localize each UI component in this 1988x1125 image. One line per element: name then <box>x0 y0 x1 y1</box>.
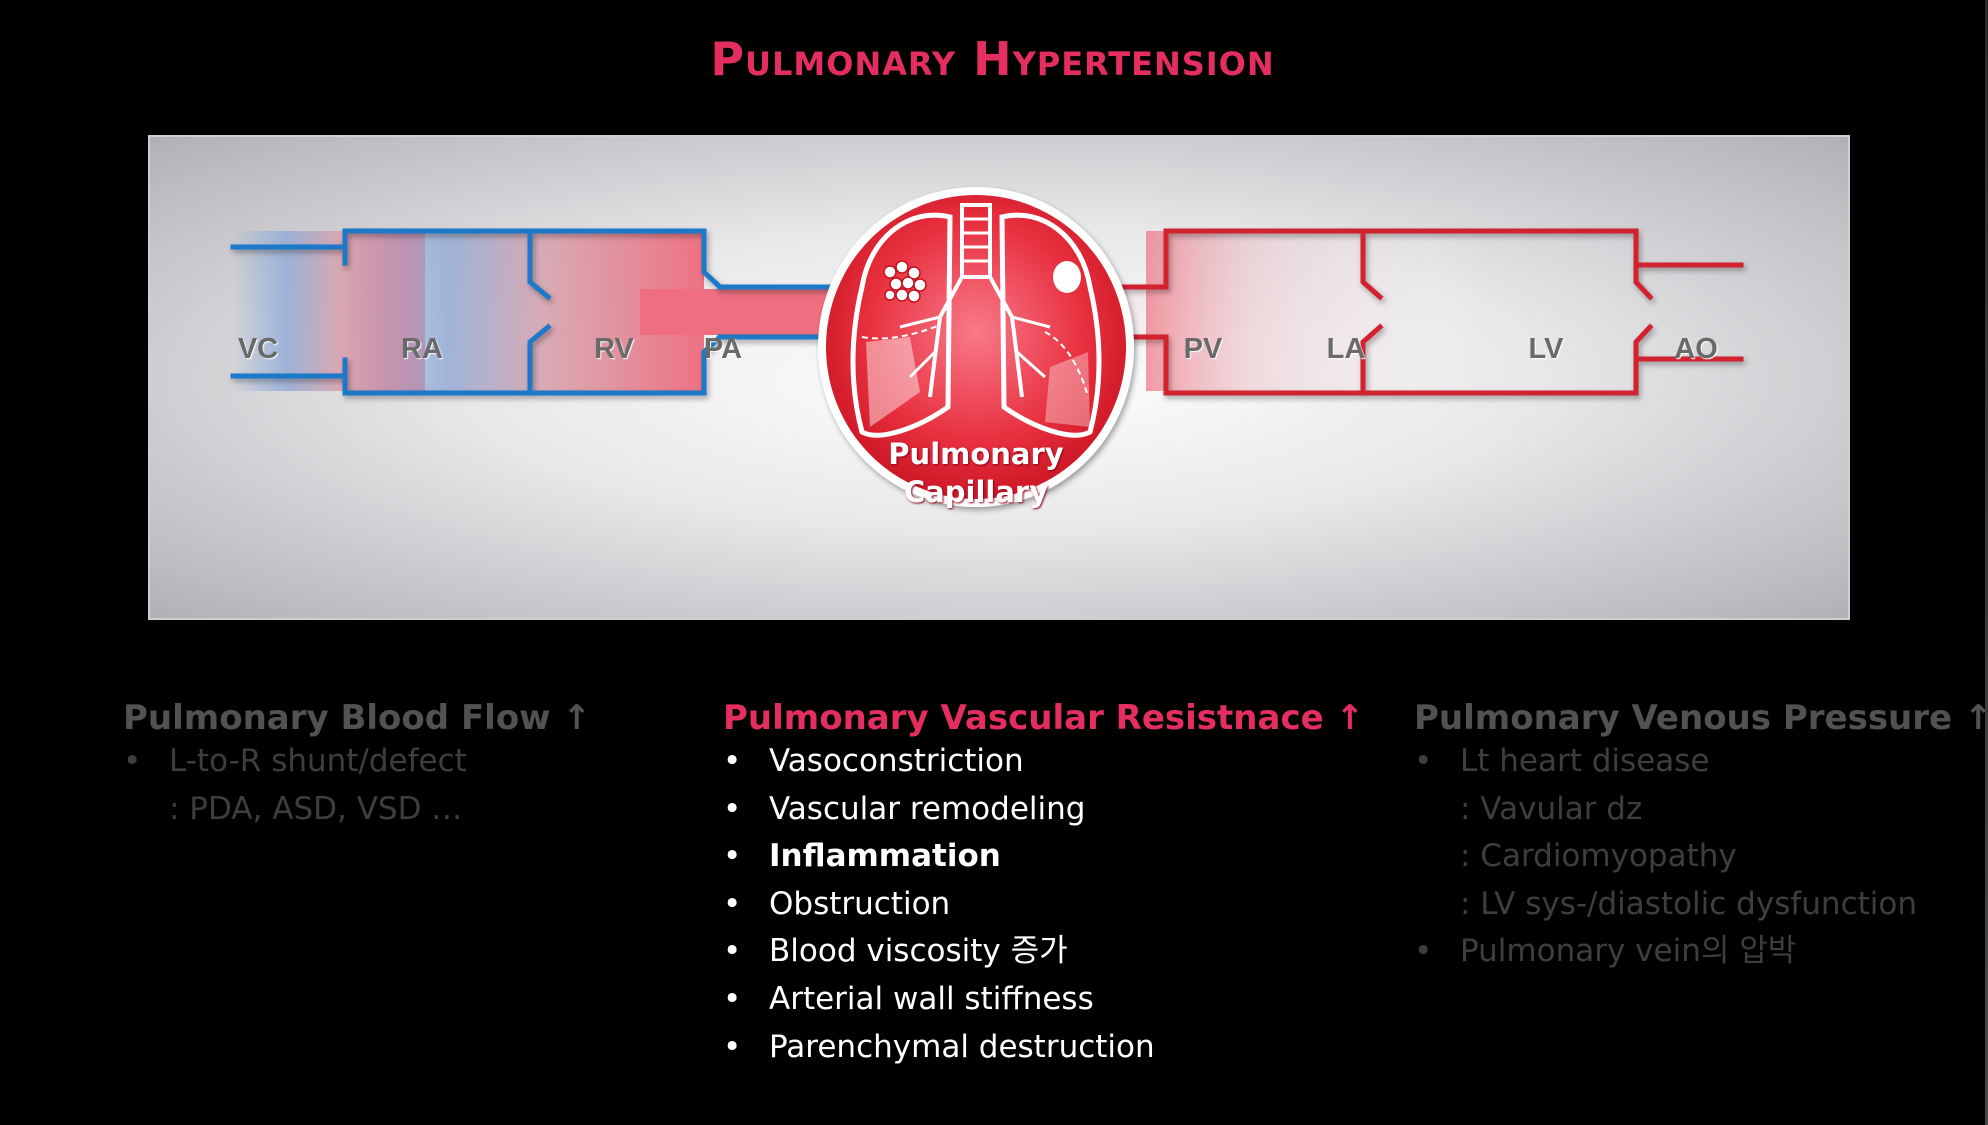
mitral-valve-lower <box>1360 323 1384 396</box>
chamber-label-rv: RV <box>594 333 634 365</box>
aortic-valve-upper <box>1633 228 1654 301</box>
list-item: •Obstruction <box>723 885 951 922</box>
list-item: •Pulmonary vein의 압박 <box>1414 933 1797 970</box>
lungs-icon <box>818 187 1134 507</box>
chamber-label-pv: PV <box>1183 333 1223 365</box>
vascular-resistance-list: •Vasoconstriction •Vascular remodeling •… <box>723 738 1364 1071</box>
pulmonic-valve-upper <box>701 228 724 291</box>
venous-pressure-heading: Pulmonary Venous Pressure ↑ <box>1414 698 1988 738</box>
list-item: •Parenchymal destruction <box>723 1028 1155 1065</box>
mitral-valve-upper <box>1360 228 1384 301</box>
list-item: •Arterial wall stiffness <box>723 980 1094 1017</box>
venous-pressure-list: •Lt heart disease : Vavular dz : Cardiom… <box>1414 738 1988 976</box>
aortic-valve-lower <box>1633 323 1654 396</box>
right-heart-outline <box>230 228 833 396</box>
list-item: •Vasoconstriction <box>723 743 1024 779</box>
vascular-resistance-column: Pulmonary Vascular Resistnace ↑ •Vasocon… <box>723 698 1364 1071</box>
blood-flow-heading: Pulmonary Blood Flow ↑ <box>123 698 591 738</box>
blood-flow-list: •L-to-R shunt/defect : PDA, ASD, VSD … <box>123 738 591 833</box>
pa-fill <box>640 289 830 335</box>
list-item: : LV sys-/diastolic dysfunction <box>1460 885 1917 922</box>
capillary-label-line1: Pulmonary <box>888 437 1064 471</box>
chamber-label-ra: RA <box>401 333 443 365</box>
slide: Pulmonary Hypertension <box>0 10 1988 1125</box>
chamber-label-vc: VC <box>237 333 279 365</box>
list-item: : Cardiomyopathy <box>1460 838 1737 875</box>
venous-pressure-column: Pulmonary Venous Pressure ↑ •Lt heart di… <box>1414 698 1988 976</box>
tricuspid-valve-upper <box>527 228 552 301</box>
blood-flow-column: Pulmonary Blood Flow ↑ •L-to-R shunt/def… <box>123 698 591 833</box>
chamber-label-pa: PA <box>703 333 743 365</box>
list-item: •Lt heart disease <box>1414 743 1710 779</box>
list-item: •Vascular remodeling <box>723 790 1086 827</box>
chamber-label-lv: LV <box>1528 333 1564 365</box>
list-item: : PDA, ASD, VSD … <box>169 790 463 827</box>
list-item: •Blood viscosity 증가 <box>723 933 1068 970</box>
capillary-label: Pulmonary Capillary <box>876 435 1076 511</box>
capillary-label-line2: Capillary <box>903 475 1049 509</box>
chamber-label-la: LA <box>1326 333 1366 365</box>
chamber-label-ao: AO <box>1674 333 1718 365</box>
page-title: Pulmonary Hypertension <box>710 32 1275 86</box>
list-item: : Vavular dz <box>1460 790 1643 827</box>
circulation-diagram: VC RA RV PA PV LA LV AO Pulmonary Capill… <box>148 135 1850 620</box>
ra-rv-fill <box>344 231 710 393</box>
list-item: •L-to-R shunt/defect <box>123 743 467 779</box>
pulmonic-valve-lower <box>701 333 724 396</box>
list-item: •Inflammation <box>723 838 1001 875</box>
la-lv-fill <box>1146 231 1486 391</box>
tricuspid-valve-lower <box>527 323 552 396</box>
vascular-resistance-heading: Pulmonary Vascular Resistnace ↑ <box>723 698 1364 738</box>
circulation-diagram-svg <box>230 187 1744 507</box>
window-edge <box>1985 0 1988 1125</box>
